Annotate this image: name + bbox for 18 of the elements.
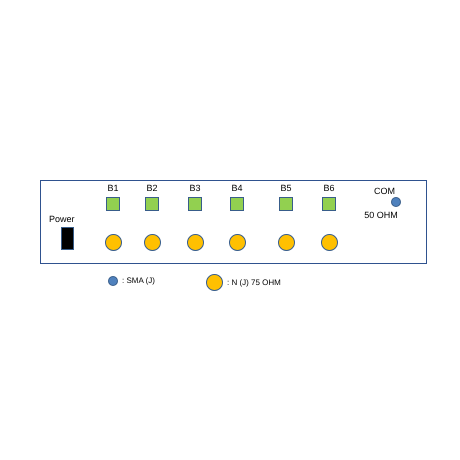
- port-label: B5: [280, 184, 292, 193]
- legend-label: : SMA (J): [122, 277, 155, 285]
- port-label: B4: [231, 184, 242, 193]
- port-label: COM: [374, 187, 395, 196]
- port-label: B1: [107, 184, 118, 193]
- n-connector: [187, 234, 204, 251]
- impedance-label: 50 OHM: [364, 211, 398, 220]
- n-connector: [105, 234, 122, 251]
- n-connector: [321, 234, 338, 251]
- port-label: B3: [189, 184, 200, 193]
- port-label: B2: [146, 184, 158, 193]
- port-label: B6: [323, 184, 334, 193]
- device-panel: [40, 180, 427, 264]
- n-connector: [229, 234, 246, 251]
- port-label: Power: [49, 215, 75, 224]
- n-connector: [144, 234, 161, 251]
- legend-label: : N (J) 75 OHM: [227, 278, 281, 286]
- n-connector: [278, 234, 295, 251]
